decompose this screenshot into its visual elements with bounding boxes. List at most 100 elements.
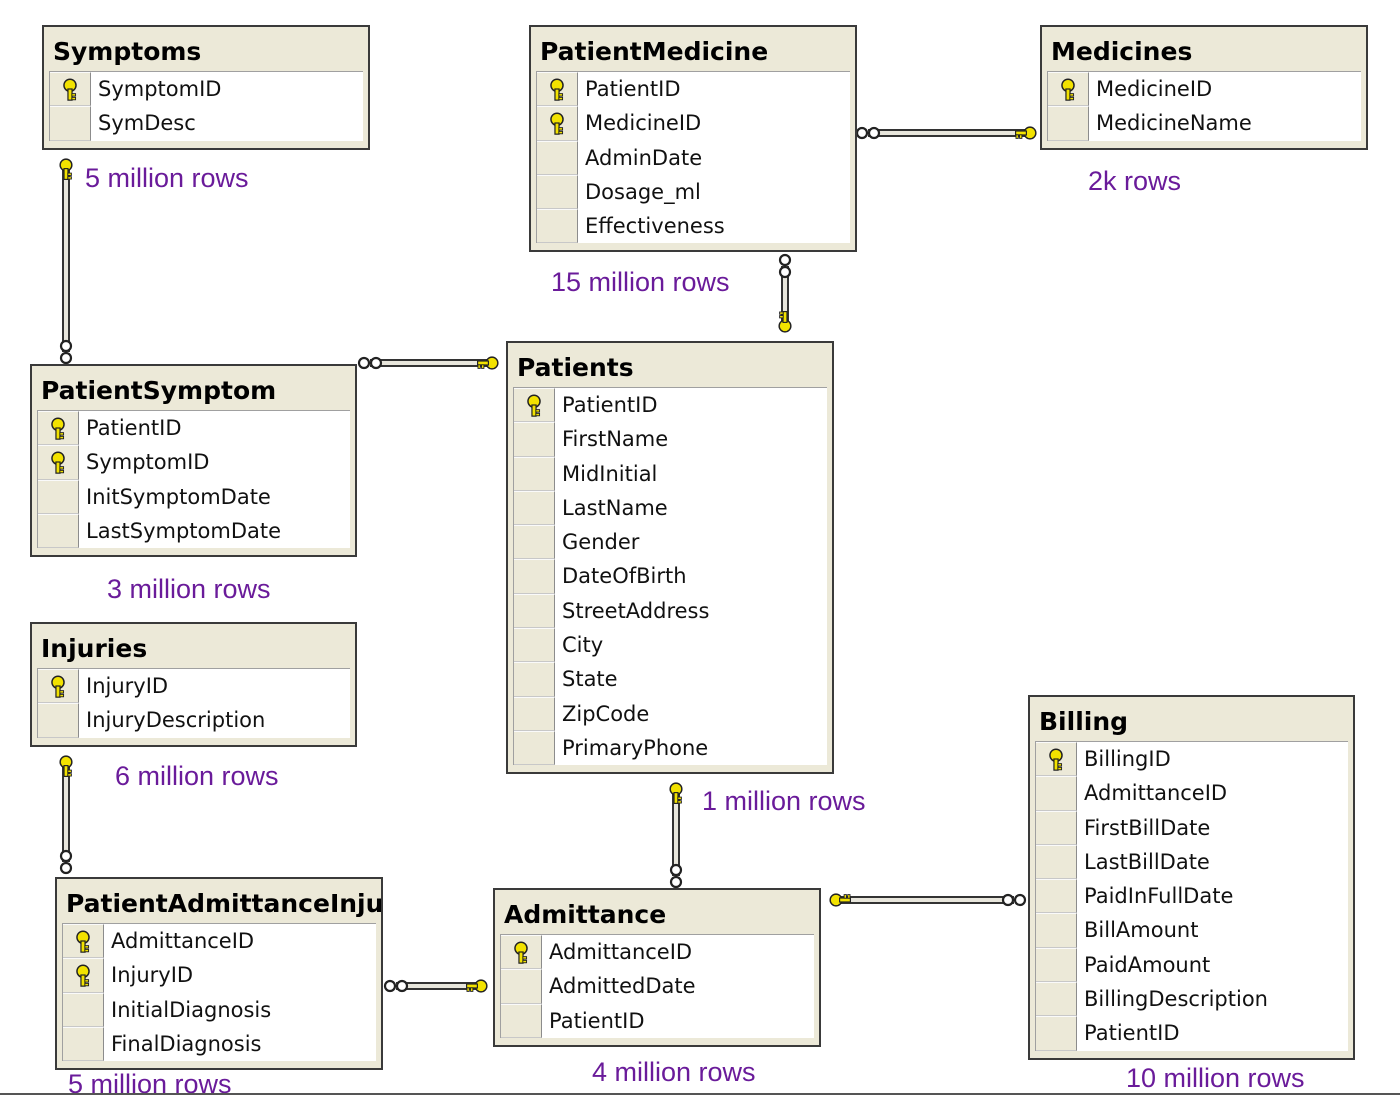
column-row[interactable]: MedicineID bbox=[537, 106, 850, 141]
column-row[interactable]: PatientID bbox=[537, 72, 850, 107]
column-row[interactable]: PaidInFullDate bbox=[1036, 879, 1348, 914]
column-name: Effectiveness bbox=[585, 214, 725, 239]
column-row[interactable]: City bbox=[514, 628, 827, 663]
table-patients[interactable]: Patients PatientID FirstName MidInitial … bbox=[506, 341, 834, 774]
key-icon bbox=[51, 451, 65, 475]
column-list: AdmittanceID InjuryID InitialDiagnosis F… bbox=[62, 923, 376, 1062]
column-name: FirstBillDate bbox=[1084, 815, 1211, 840]
row-count-label: 10 million rows bbox=[1126, 1063, 1305, 1093]
row-selector bbox=[537, 106, 578, 141]
column-name: BillingID bbox=[1084, 747, 1171, 771]
row-selector bbox=[514, 422, 555, 457]
column-row[interactable]: Dosage_ml bbox=[537, 174, 850, 210]
column-row[interactable]: DateOfBirth bbox=[514, 559, 827, 594]
column-name: AdmittedDate bbox=[549, 974, 696, 999]
row-selector bbox=[1036, 947, 1077, 983]
key-icon bbox=[514, 941, 528, 965]
column-row[interactable]: FirstName bbox=[514, 422, 827, 457]
column-name: LastName bbox=[562, 495, 668, 520]
table-patient-symptom[interactable]: PatientSymptom PatientID SymptomID InitS… bbox=[30, 364, 357, 557]
column-row[interactable]: AdmittanceID bbox=[501, 935, 814, 970]
column-row[interactable]: PatientID bbox=[38, 411, 350, 446]
relationship-connector bbox=[383, 979, 488, 993]
column-row[interactable]: MedicineName bbox=[1048, 106, 1361, 141]
column-row[interactable]: AdmittedDate bbox=[501, 969, 814, 1004]
column-row[interactable]: SymptomID bbox=[38, 445, 350, 480]
table-admittance[interactable]: Admittance AdmittanceID AdmittedDate Pat… bbox=[493, 888, 821, 1047]
table-medicines[interactable]: Medicines MedicineID MedicineName bbox=[1040, 25, 1368, 150]
column-row[interactable]: InjuryDescription bbox=[38, 703, 350, 738]
table-title: Symptoms bbox=[53, 37, 202, 66]
row-count-label: 1 million rows bbox=[702, 786, 866, 816]
column-name: City bbox=[562, 633, 604, 658]
column-row[interactable]: InjuryID bbox=[63, 958, 376, 993]
column-row[interactable]: BillAmount bbox=[1036, 913, 1348, 948]
row-count-label: 6 million rows bbox=[115, 761, 279, 791]
column-row[interactable]: AdminDate bbox=[537, 140, 850, 175]
column-name: FirstName bbox=[562, 427, 669, 452]
key-icon bbox=[63, 78, 77, 102]
table-symptoms[interactable]: Symptoms SymptomID SymDesc bbox=[42, 25, 370, 150]
column-row[interactable]: PatientID bbox=[514, 388, 827, 423]
column-row[interactable]: ZipCode bbox=[514, 696, 827, 731]
column-row[interactable]: SymDesc bbox=[50, 106, 363, 141]
column-row[interactable]: MidInitial bbox=[514, 456, 827, 491]
row-selector bbox=[63, 924, 104, 959]
key-icon bbox=[778, 310, 792, 333]
row-selector bbox=[514, 730, 555, 766]
row-selector bbox=[537, 209, 578, 244]
column-row[interactable]: PaidAmount bbox=[1036, 947, 1348, 983]
column-name: FinalDiagnosis bbox=[111, 1031, 262, 1056]
column-row[interactable]: FinalDiagnosis bbox=[63, 1026, 376, 1062]
row-selector bbox=[1048, 72, 1089, 107]
key-icon bbox=[59, 755, 73, 778]
column-row[interactable]: AdmittanceID bbox=[63, 924, 376, 959]
table-billing[interactable]: Billing BillingID AdmittanceID FirstBill… bbox=[1028, 695, 1355, 1060]
row-selector bbox=[1036, 844, 1077, 880]
column-row[interactable]: Effectiveness bbox=[537, 209, 850, 244]
column-row[interactable]: StreetAddress bbox=[514, 593, 827, 629]
row-selector bbox=[50, 72, 91, 107]
column-row[interactable]: PrimaryPhone bbox=[514, 730, 827, 766]
key-icon bbox=[1049, 748, 1063, 772]
relationship-connector bbox=[59, 755, 73, 875]
column-row[interactable]: State bbox=[514, 662, 827, 697]
column-list: AdmittanceID AdmittedDate PatientID bbox=[500, 934, 814, 1038]
column-row[interactable]: LastBillDate bbox=[1036, 844, 1348, 880]
key-icon bbox=[76, 930, 90, 954]
column-name: SymptomID bbox=[86, 450, 210, 475]
column-name: AdminDate bbox=[585, 145, 703, 170]
row-selector bbox=[514, 559, 555, 594]
column-name: PrimaryPhone bbox=[562, 735, 709, 760]
column-row[interactable]: FirstBillDate bbox=[1036, 810, 1348, 845]
row-count-label: 15 million rows bbox=[551, 267, 730, 297]
relationship-connector bbox=[855, 126, 1037, 140]
key-icon bbox=[76, 964, 90, 988]
column-row[interactable]: InitSymptomDate bbox=[38, 479, 350, 514]
column-row[interactable]: MedicineID bbox=[1048, 72, 1361, 107]
table-injuries[interactable]: Injuries InjuryID InjuryDescription bbox=[30, 622, 357, 747]
column-row[interactable]: SymptomID bbox=[50, 72, 363, 107]
row-count-label: 3 million rows bbox=[107, 574, 271, 604]
column-name: BillAmount bbox=[1084, 918, 1199, 943]
column-row[interactable]: InjuryID bbox=[38, 669, 350, 704]
row-selector bbox=[38, 479, 79, 514]
column-row[interactable]: PatientID bbox=[501, 1003, 814, 1038]
column-row[interactable]: BillingDescription bbox=[1036, 982, 1348, 1017]
column-name: LastBillDate bbox=[1084, 849, 1210, 874]
column-row[interactable]: InitialDiagnosis bbox=[63, 992, 376, 1027]
column-row[interactable]: AdmittanceID bbox=[1036, 776, 1348, 811]
table-patient-medicine[interactable]: PatientMedicine PatientID MedicineID Adm… bbox=[529, 25, 857, 252]
column-row[interactable]: PatientID bbox=[1036, 1016, 1348, 1051]
key-icon bbox=[669, 782, 683, 805]
column-name: ZipCode bbox=[562, 701, 650, 726]
row-count-label: 5 million rows bbox=[85, 163, 249, 193]
column-row[interactable]: LastSymptomDate bbox=[38, 513, 350, 549]
row-count-label: 2k rows bbox=[1088, 166, 1182, 196]
column-name: StreetAddress bbox=[562, 598, 710, 623]
column-row[interactable]: LastName bbox=[514, 490, 827, 526]
column-row[interactable]: Gender bbox=[514, 525, 827, 560]
column-row[interactable]: BillingID bbox=[1036, 742, 1348, 777]
table-patient-admittance-injury[interactable]: PatientAdmittanceInjui AdmittanceID Inju… bbox=[55, 877, 383, 1070]
